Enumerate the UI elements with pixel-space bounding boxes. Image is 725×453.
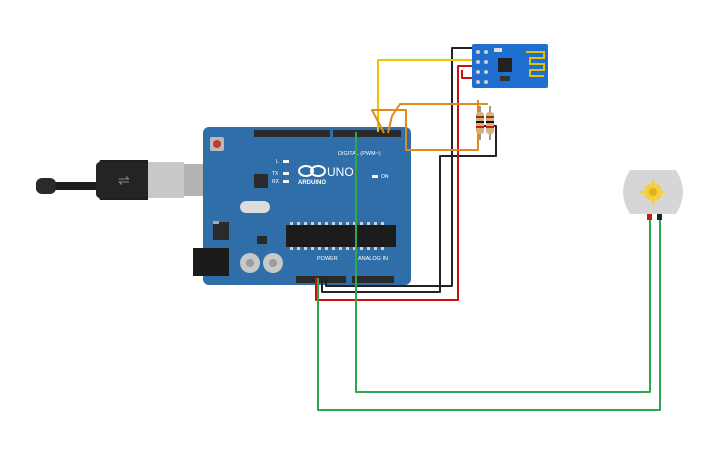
usb-icon: ⇌ — [118, 172, 130, 188]
wire-green-2[interactable] — [317, 218, 661, 411]
motor-terminal-1 — [647, 214, 652, 220]
esp-header — [476, 50, 488, 84]
led-rx-label: RX — [272, 179, 280, 185]
analog-header — [352, 276, 394, 283]
digital-label: DIGITAL (PWM~) — [338, 151, 381, 157]
voltage-regulator — [213, 222, 229, 240]
model-label: UNO — [327, 165, 354, 179]
esp8266-module[interactable] — [472, 44, 548, 88]
resistor-1[interactable] — [476, 106, 484, 140]
usb-chip — [254, 174, 268, 188]
antenna-trace — [526, 51, 545, 77]
dc-motor[interactable] — [623, 170, 683, 220]
arduino-logo: ARDUINO UNO — [298, 165, 354, 186]
wire-orange-2[interactable] — [387, 103, 488, 134]
resistor-2[interactable] — [486, 106, 494, 140]
crystal — [240, 201, 270, 213]
svg-text:ARDUINO: ARDUINO — [298, 180, 326, 186]
wire-black-2[interactable] — [321, 125, 497, 293]
wire-red-2[interactable] — [461, 70, 476, 79]
wire-red-1[interactable] — [315, 65, 476, 301]
atmega-chip — [286, 225, 396, 247]
led-l-label: L — [276, 159, 279, 165]
arduino-uno-board[interactable]: DIGITAL (PWM~) L TX RX ON ARDUINO UNO — [193, 127, 411, 285]
digital-header-right — [333, 130, 401, 137]
usb-cable[interactable]: ⇌ — [36, 160, 206, 200]
wire-black-1[interactable] — [325, 47, 476, 287]
power-jack[interactable] — [193, 248, 229, 276]
led-tx-label: TX — [272, 171, 279, 177]
power-label: POWER — [317, 256, 338, 262]
analog-label: ANALOG IN — [358, 256, 388, 262]
wire-green-1[interactable] — [355, 132, 651, 393]
wire-yellow[interactable] — [377, 59, 476, 132]
esp-chip — [498, 58, 512, 72]
motor-terminal-2 — [657, 214, 662, 220]
led-on-label: ON — [381, 174, 389, 180]
digital-header-left — [254, 130, 330, 137]
wire-orange-1[interactable] — [371, 100, 479, 151]
